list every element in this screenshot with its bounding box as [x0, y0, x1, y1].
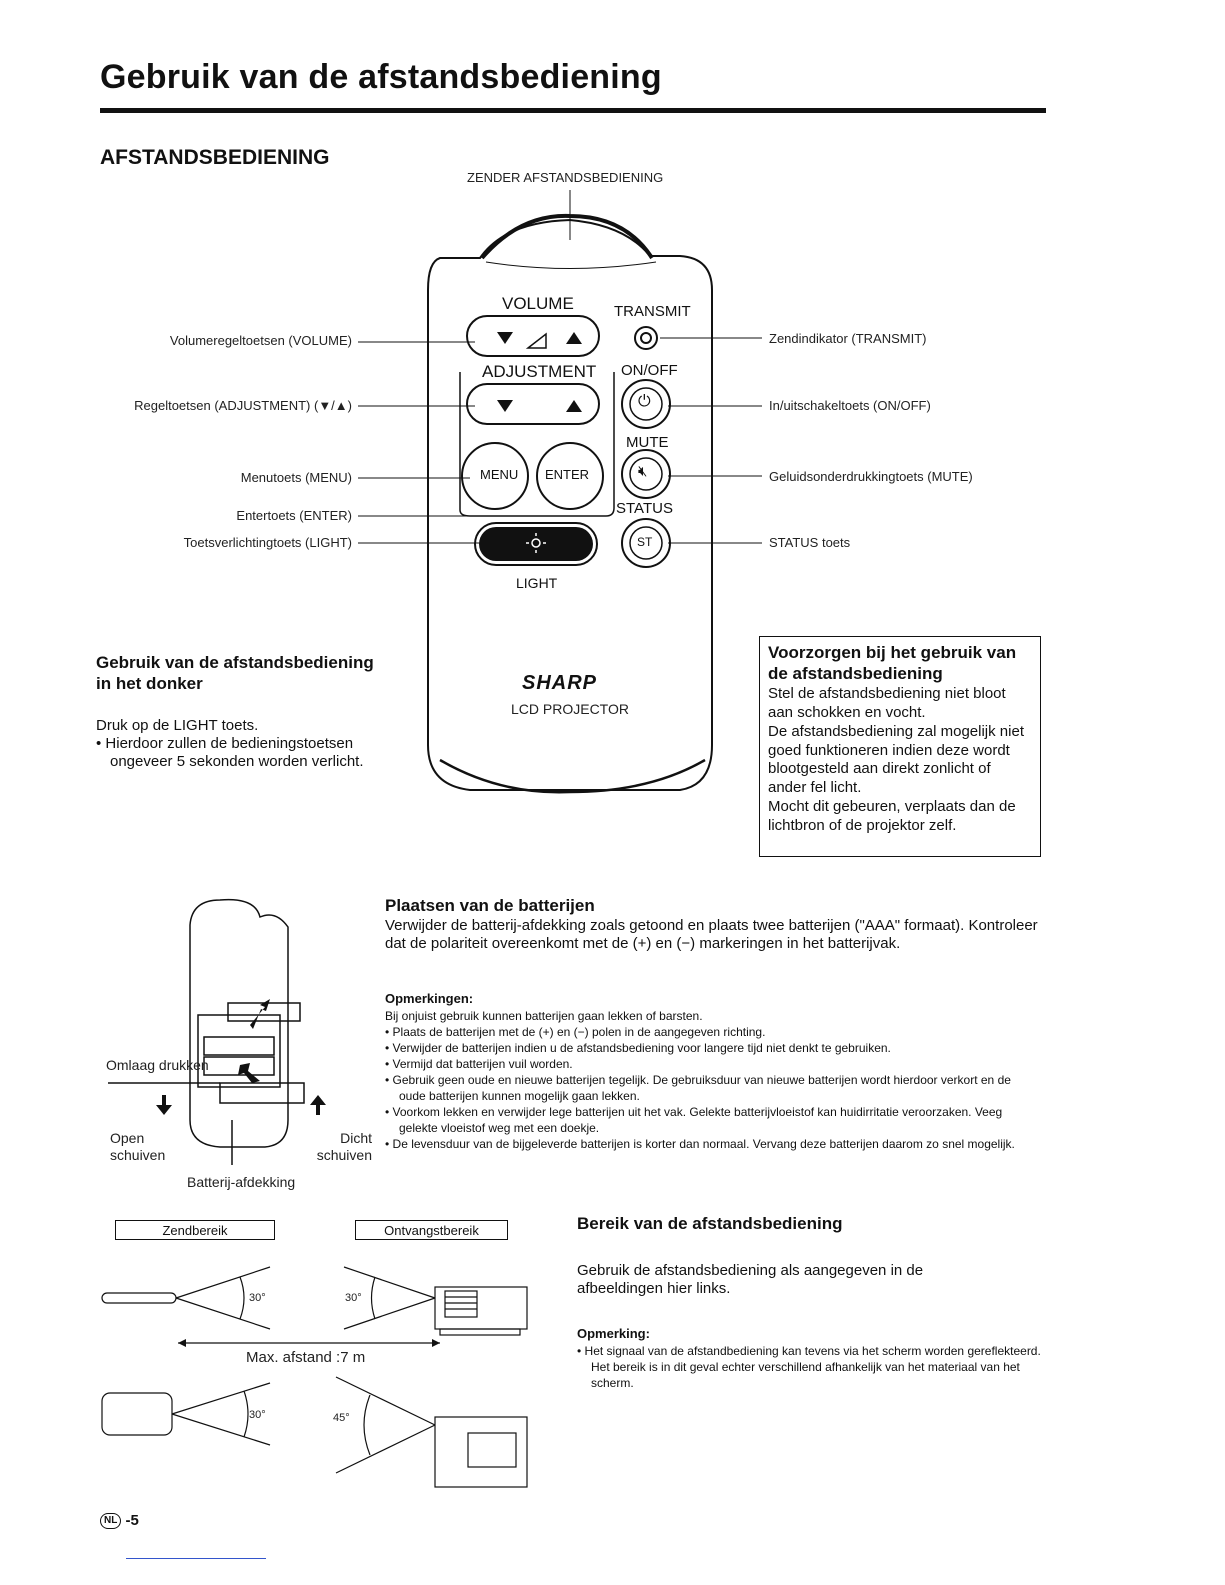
light-key-fill [479, 527, 593, 561]
on-off-label: ON/OFF [621, 362, 678, 379]
callout-light: Toetsverlichtingtoets (LIGHT) [183, 535, 352, 550]
battery-figure [108, 898, 326, 1165]
dark-line: Druk op de LIGHT toets. [96, 717, 259, 734]
sharp-logo: SHARP [522, 672, 598, 694]
st-key[interactable]: ST [637, 535, 653, 549]
angle-send-front: 30° [249, 1409, 266, 1421]
note-item: • De levensduur van de bijgeleverde batt… [385, 1137, 1015, 1151]
caution-p1: Stel de afstandsbediening niet bloot aan… [768, 685, 1006, 721]
product-label: LCD PROJECTOR [511, 701, 629, 717]
section-title: AFSTANDSBEDIENING [100, 146, 330, 169]
callout-transmit: Zendindikator (TRANSMIT) [769, 331, 927, 346]
remote-body-outline [427, 218, 713, 791]
receive-range-label: Ontvangstbereik [355, 1220, 508, 1240]
callout-on-off: In/uitschakeltoets (ON/OFF) [769, 398, 931, 413]
note-item: • Verwijder de batterijen indien u de af… [385, 1041, 891, 1055]
press-label: Omlaag drukken [106, 1057, 209, 1073]
angle-send-side: 30° [249, 1292, 266, 1304]
range-figure [101, 1266, 528, 1488]
open-label: Open schuiven [110, 1130, 166, 1163]
enter-key[interactable]: ENTER [545, 467, 590, 482]
mute-icon[interactable]: 🔇︎ [638, 463, 648, 480]
nl-badge-icon: NL [100, 1513, 122, 1530]
transmitter-label: ZENDER AFSTANDSBEDIENING [467, 170, 664, 185]
range-note: • Het signaal van de afstandbediening ka… [577, 1344, 1041, 1390]
caution-heading: Voorzorgen bij het gebruik van de afstan… [768, 643, 1017, 683]
note-item: Bij onjuist gebruik kunnen batterijen ga… [385, 1009, 703, 1023]
send-range-label: Zendbereik [115, 1220, 275, 1240]
range-body: Gebruik de afstandsbediening als aangege… [577, 1262, 924, 1297]
angle-receive-front: 45° [333, 1412, 350, 1424]
title-rule [100, 108, 1046, 113]
callout-enter: Entertoets (ENTER) [236, 508, 352, 523]
angle-receive-side: 30° [345, 1292, 362, 1304]
transmit-label: TRANSMIT [614, 303, 691, 320]
dark-heading: Gebruik van de afstandsbediening in het … [96, 653, 374, 693]
close-label: Dicht schuiven [316, 1130, 372, 1163]
caution-p3: Mocht dit gebeuren, verplaats dan de lic… [768, 798, 1016, 834]
volume-label: VOLUME [502, 294, 574, 313]
page-title: Gebruik van de afstandsbediening [100, 58, 662, 96]
batteries-notes-heading: Opmerkingen: [385, 991, 474, 1006]
cover-label: Batterij-afdekking [187, 1174, 296, 1190]
batteries-body: Verwijder de batterij-afdekking zoals ge… [385, 917, 1038, 952]
callout-status: STATUS toets [769, 535, 851, 550]
adjustment-label: ADJUSTMENT [479, 362, 600, 382]
range-heading: Bereik van de afstandsbediening [577, 1214, 843, 1233]
page-number: NL -5 [100, 1512, 139, 1530]
callout-adjustment: Regeltoetsen (ADJUSTMENT) (▼/▲) [134, 398, 352, 413]
note-item: • Vermijd dat batterijen vuil worden. [385, 1057, 573, 1071]
note-item: • Plaats de batterijen met de (+) en (−)… [385, 1025, 766, 1039]
mute-label: MUTE [626, 434, 669, 451]
remote-diagram [358, 190, 762, 794]
callout-volume: Volumeregeltoetsen (VOLUME) [169, 333, 352, 348]
light-label: LIGHT [516, 575, 558, 591]
status-label: STATUS [616, 500, 673, 517]
note-item: • Gebruik geen oude en nieuwe batterijen… [385, 1073, 1011, 1103]
note-item: • Voorkom lekken en verwijder lege batte… [385, 1105, 1003, 1135]
batteries-notes: Bij onjuist gebruik kunnen batterijen ga… [385, 1008, 1035, 1152]
page-number-text: -5 [125, 1512, 139, 1529]
max-distance-label: Max. afstand :7 m [246, 1349, 366, 1366]
batteries-heading: Plaatsen van de batterijen [385, 896, 595, 915]
caution-box: Voorzorgen bij het gebruik van de afstan… [759, 636, 1041, 857]
menu-key[interactable]: MENU [480, 467, 519, 482]
volume-key-outline [466, 315, 600, 357]
callout-menu: Menutoets (MENU) [240, 470, 352, 485]
caution-p2: De afstandsbediening zal mogelijk niet g… [768, 723, 1024, 796]
range-note-heading: Opmerking: [577, 1326, 650, 1341]
dark-body: Druk op de LIGHT toets. • Hierdoor zulle… [96, 717, 396, 771]
dark-bullet: • Hierdoor zullen de bedieningstoetsen o… [96, 735, 364, 770]
link-underline[interactable] [126, 1558, 266, 1559]
power-icon[interactable]: ⏻ [638, 393, 651, 410]
callout-mute: Geluidsonderdrukkingtoets (MUTE) [769, 469, 973, 484]
